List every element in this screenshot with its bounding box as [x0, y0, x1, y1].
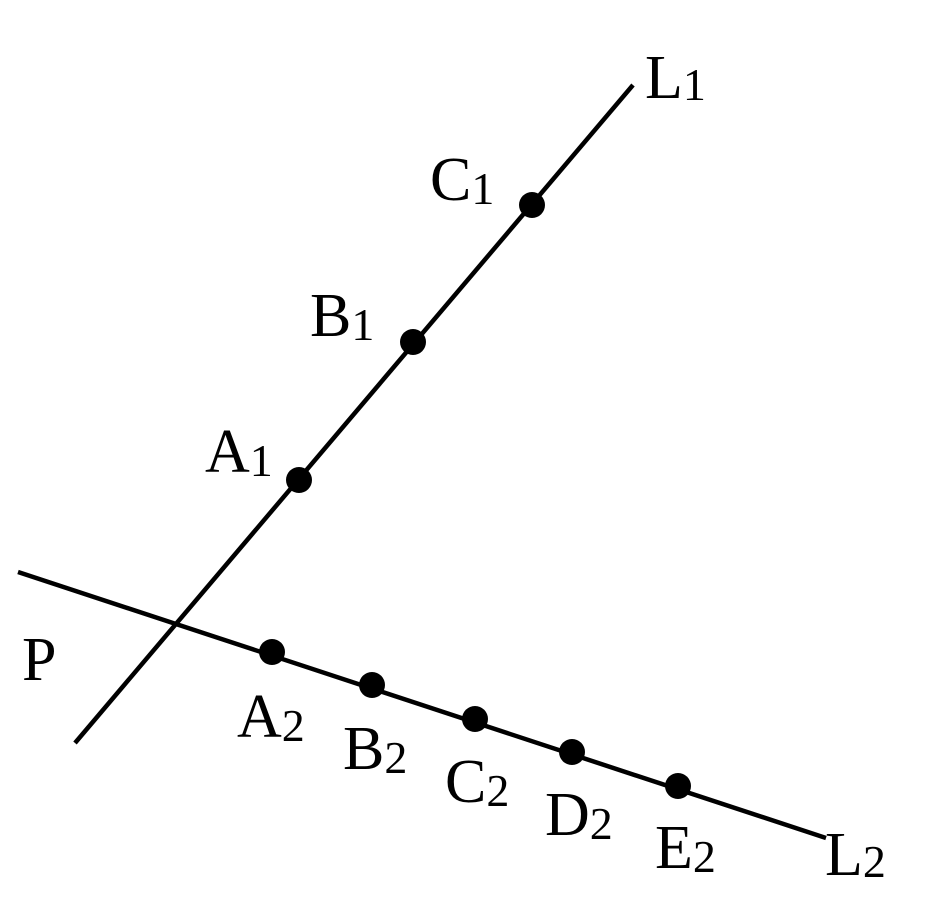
line-l2-label: L2: [825, 821, 886, 889]
line-l1: [73, 83, 635, 745]
point-d2: [559, 739, 585, 765]
point-a1: [286, 467, 312, 493]
point-label-d2: D2: [545, 781, 613, 849]
point-label-e2: E2: [655, 814, 716, 882]
point-b2: [359, 672, 385, 698]
point-c1: [519, 192, 545, 218]
point-label-c2: C2: [445, 748, 509, 816]
intersection-label: P: [22, 626, 56, 694]
line-l1-label: L1: [645, 44, 706, 112]
point-label-a2: A2: [237, 683, 305, 751]
point-label-b1: B1: [310, 282, 374, 350]
point-label-a1: A1: [205, 418, 273, 486]
point-e2: [665, 773, 691, 799]
point-label-b2: B2: [343, 715, 407, 783]
point-b1: [400, 329, 426, 355]
point-c2: [462, 706, 488, 732]
point-a2: [259, 639, 285, 665]
point-label-c1: C1: [430, 146, 494, 214]
line-l2: [17, 569, 827, 841]
